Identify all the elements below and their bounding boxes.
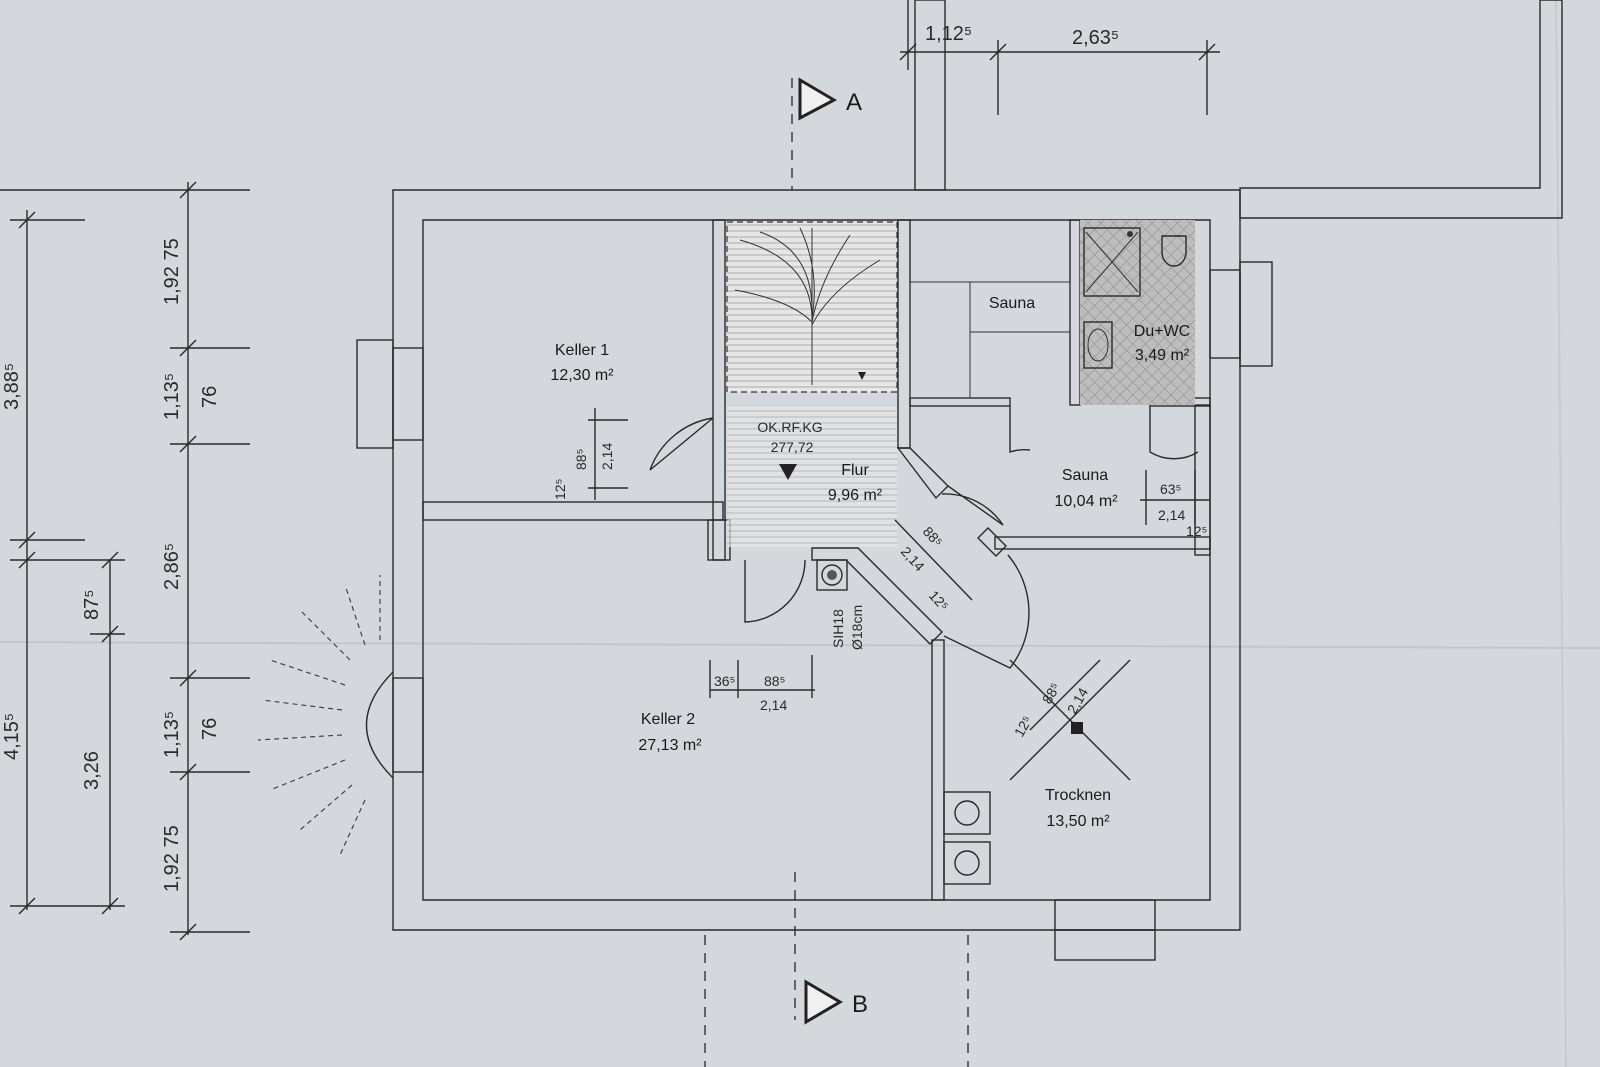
fl-125: 12⁵ — [926, 587, 952, 614]
keller1-area: 12,30 m² — [550, 367, 614, 384]
flur-area: 9,96 m² — [828, 487, 883, 504]
fl-885: 88⁵ — [920, 523, 946, 550]
light-well-rays — [257, 575, 381, 856]
chimney: SIH18 Ø18cm — [816, 559, 865, 650]
tr-125: 12⁵ — [1011, 713, 1036, 740]
sa-635: 63⁵ — [1160, 481, 1181, 497]
k1-885: 88⁵ — [573, 449, 589, 470]
room-labels: Keller 1 12,30 m² Keller 2 27,13 m² OK.R… — [550, 295, 1190, 830]
tr-214: 2,14 — [1064, 685, 1092, 717]
tr-885: 88⁵ — [1039, 680, 1064, 707]
k1-214: 2,14 — [599, 443, 615, 470]
duwc-name: Du+WC — [1134, 323, 1190, 340]
dim-left-76-bot: 76 — [199, 718, 221, 740]
k2-365: 36⁵ — [714, 673, 735, 689]
sauna-top-name: Sauna — [989, 295, 1035, 312]
k1-125: 12⁵ — [552, 479, 568, 500]
sauna-benches — [909, 281, 1071, 399]
flur-name: Flur — [841, 462, 869, 479]
flur-level-value: 277,72 — [771, 439, 814, 455]
duwc-area: 3,49 m² — [1135, 347, 1190, 364]
dim-left-1135-bot: 1,13⁵ — [161, 711, 183, 758]
top-dimension-chain: 1,12⁵ 2,63⁵ — [899, 0, 1220, 115]
keller2-name: Keller 2 — [641, 711, 695, 728]
level-marker-icon — [779, 464, 797, 480]
windows — [356, 261, 1273, 961]
sa-214: 2,14 — [1158, 507, 1185, 523]
fl-214: 2,14 — [898, 543, 928, 574]
chimney-line1: SIH18 — [830, 609, 846, 648]
dim-left-326: 3,26 — [81, 751, 103, 790]
sa-125: 12⁵ — [1186, 523, 1207, 539]
dim-left-875: 87⁵ — [81, 589, 103, 620]
k2-214: 2,14 — [760, 697, 787, 713]
section-b-label: B — [852, 991, 868, 1018]
doors — [649, 406, 1199, 669]
flur-floor — [727, 405, 897, 547]
dim-left-76-top: 76 — [199, 386, 221, 408]
sauna-name: Sauna — [1062, 467, 1108, 484]
section-a: A — [791, 77, 862, 190]
left-dimension-chains: 1,92 75 1,13⁵ 76 2,86⁵ 87⁵ 1,13⁵ 76 3,26… — [0, 181, 250, 941]
bathroom — [1080, 220, 1195, 405]
laundry-machines — [943, 791, 991, 885]
staircase — [726, 221, 898, 393]
dim-left-415: 4,15⁵ — [1, 713, 23, 760]
dim-top-2635: 2,63⁵ — [1072, 27, 1119, 49]
dim-left-19275-top: 1,92 75 — [161, 238, 183, 305]
dim-left-2865: 2,86⁵ — [161, 543, 183, 590]
keller2-area: 27,13 m² — [638, 737, 702, 754]
drain-cross — [1009, 659, 1131, 781]
k2-885: 88⁵ — [764, 673, 785, 689]
sauna-area: 10,04 m² — [1054, 493, 1118, 510]
trocknen-name: Trocknen — [1045, 787, 1111, 804]
flur-level-label: OK.RF.KG — [757, 419, 822, 435]
trocknen-area: 13,50 m² — [1046, 813, 1110, 830]
keller1-name: Keller 1 — [555, 342, 609, 359]
chimney-line2: Ø18cm — [849, 605, 865, 650]
section-a-label: A — [846, 89, 862, 116]
dim-left-1135-top: 1,13⁵ — [161, 373, 183, 420]
dim-top-1125: 1,12⁵ — [925, 23, 972, 45]
dim-left-388: 3,88⁵ — [1, 363, 23, 410]
dim-left-19275-bot: 1,92 75 — [161, 825, 183, 892]
section-b: B — [704, 872, 969, 1067]
adjacent-building — [914, 0, 1563, 219]
